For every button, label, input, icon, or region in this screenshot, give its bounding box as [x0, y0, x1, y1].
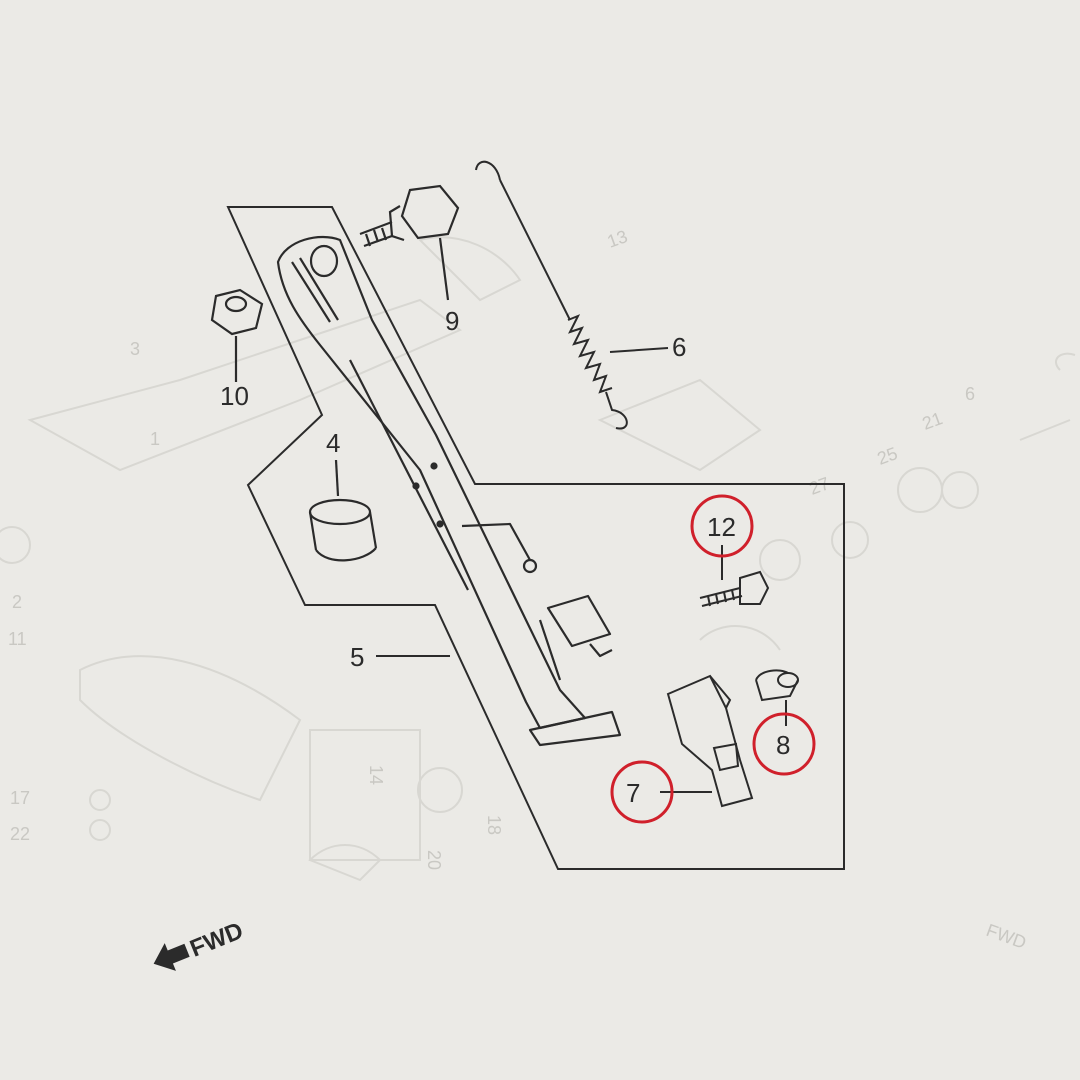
ghost-label-6: 6 — [965, 384, 975, 404]
spring-part — [475, 160, 669, 430]
callout-10: 10 — [220, 381, 249, 411]
ghost-label-fwd: FWD — [984, 920, 1029, 953]
highlight-circle-7 — [610, 760, 674, 824]
callout-12: 12 — [707, 512, 736, 542]
callout-7: 7 — [626, 778, 640, 808]
callout-5: 5 — [350, 642, 364, 672]
background-ghost-drawing — [0, 236, 1076, 882]
ghost-label-11: 11 — [8, 629, 27, 649]
side-stand-part — [276, 235, 622, 747]
ghost-label-2: 2 — [12, 592, 22, 612]
background-ghost-labels: 13 3 1 25 21 27 6 14 18 20 17 22 11 2 FW… — [8, 226, 1029, 953]
collar-part — [308, 459, 378, 562]
small-collar-part — [755, 669, 799, 726]
ghost-label-18: 18 — [484, 815, 504, 835]
fwd-indicator: FWD — [153, 917, 247, 971]
ghost-label-17: 17 — [10, 788, 30, 808]
ghost-label-27: 27 — [807, 473, 833, 499]
assembly-boundary — [226, 206, 845, 870]
highlight-circle-12 — [690, 494, 754, 558]
callout-4: 4 — [326, 428, 340, 458]
callout-8: 8 — [776, 730, 790, 760]
fwd-arrow-icon — [153, 943, 190, 971]
pivot-bolt-part — [359, 184, 460, 301]
callout-9: 9 — [445, 306, 459, 336]
ghost-label-13: 13 — [605, 226, 631, 252]
ghost-label-20: 20 — [424, 850, 444, 870]
stopper-rubber-part — [660, 674, 754, 808]
highlight-circle-8 — [752, 712, 816, 776]
bolt-part — [699, 545, 770, 607]
callout-6: 6 — [672, 332, 686, 362]
ghost-label-1: 1 — [150, 429, 160, 449]
ghost-label-21: 21 — [920, 408, 946, 434]
ghost-label-3: 3 — [130, 339, 140, 359]
ghost-label-14: 14 — [366, 765, 386, 785]
ghost-label-22: 22 — [10, 824, 30, 844]
ghost-label-25: 25 — [875, 443, 901, 469]
fwd-label: FWD — [186, 917, 247, 963]
nut-part — [210, 288, 264, 382]
